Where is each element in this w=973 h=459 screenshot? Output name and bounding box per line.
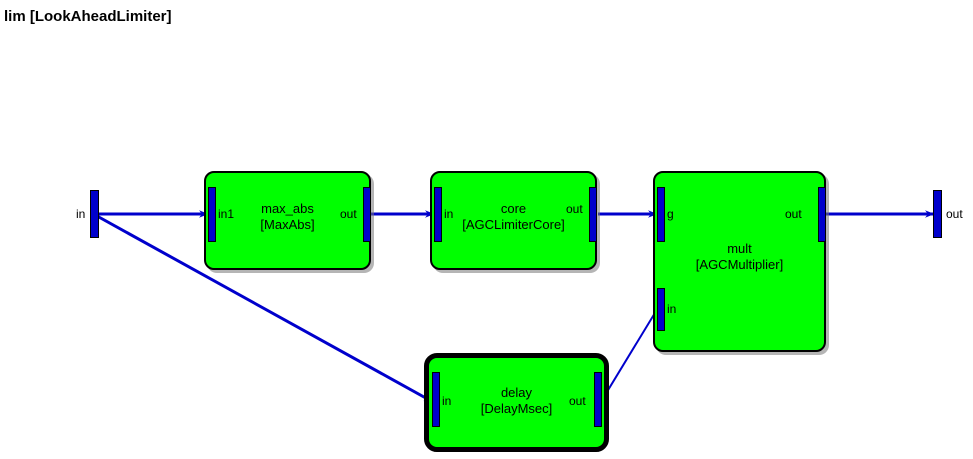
block-core-type: [AGCLimiterCore] <box>462 217 565 232</box>
diagram-title: lim [LookAheadLimiter] <box>4 8 172 25</box>
wire-delay-mult[interactable] <box>601 302 662 401</box>
wire-in-delay[interactable] <box>96 214 434 404</box>
external-port-out[interactable] <box>933 190 942 238</box>
port-mult-in-label: in <box>667 302 677 316</box>
port-mult-out-label: out <box>785 207 802 221</box>
port-max-abs-out-label: out <box>340 207 357 221</box>
external-port-in[interactable] <box>90 190 99 238</box>
port-max-abs-in1[interactable] <box>208 187 216 242</box>
block-core[interactable]: core [AGCLimiterCore] <box>430 171 597 270</box>
block-mult-type: [AGCMultiplier] <box>695 257 784 272</box>
external-port-out-label: out <box>946 207 963 221</box>
port-delay-out[interactable] <box>594 372 602 427</box>
port-mult-in[interactable] <box>657 288 665 331</box>
block-mult-label: mult [AGCMultiplier] <box>655 241 824 273</box>
port-max-abs-in1-label: in1 <box>218 207 235 221</box>
port-core-in-label: in <box>444 207 454 221</box>
port-mult-g[interactable] <box>657 187 665 242</box>
block-mult-name: mult <box>727 241 752 256</box>
port-max-abs-out[interactable] <box>363 187 371 242</box>
port-mult-out[interactable] <box>818 187 826 242</box>
port-delay-in-label: in <box>442 394 452 408</box>
port-core-in[interactable] <box>434 187 442 242</box>
external-port-in-label: in <box>76 207 86 221</box>
block-mult[interactable]: mult [AGCMultiplier] <box>653 171 826 352</box>
port-delay-in[interactable] <box>432 372 440 427</box>
port-mult-g-label: g <box>667 207 674 221</box>
port-core-out-label: out <box>566 202 583 216</box>
port-core-out[interactable] <box>589 187 597 242</box>
port-delay-out-label: out <box>569 394 586 408</box>
